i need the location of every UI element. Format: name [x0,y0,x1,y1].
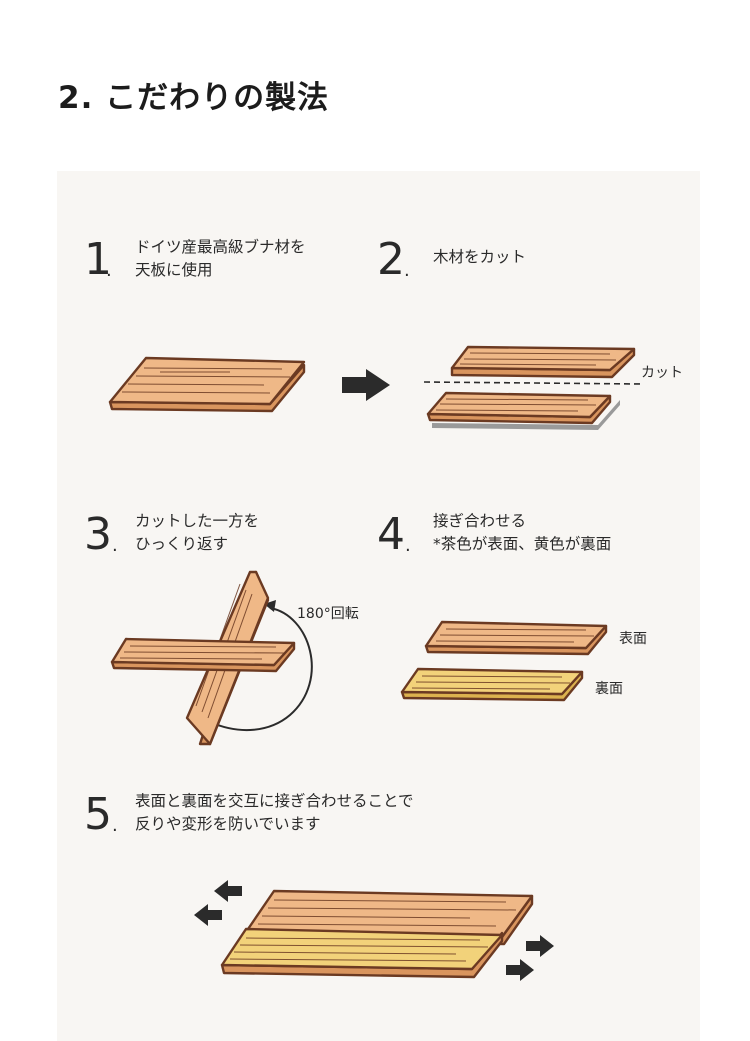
step-5-number: 5 [84,789,112,840]
board-step2-top [450,345,636,379]
arrow-left-icon [194,904,222,926]
step-5-dot: . [112,815,118,836]
step-2-number: 2 [377,234,405,285]
arrow-left-icon [214,880,242,902]
rotate-label: 180°回転 [297,606,359,622]
step-3-number: 3 [84,509,112,560]
board-step4-front [424,620,608,656]
board-step4-back [400,667,584,702]
step-2-dot: . [404,260,410,281]
step-2-text: 木材をカット [433,246,526,269]
step-5-line-2: 反りや変形を防いでいます [135,815,321,833]
arrow-right-icon [342,369,390,401]
cut-label: カット [641,365,683,381]
step-4-dot: . [405,535,411,556]
step-4-number: 4 [377,509,405,560]
rotate-arrow-icon [209,607,313,732]
step-3-line-2: ひっくり返す [135,535,229,553]
board-step1 [108,356,306,413]
step-3-dot: . [112,535,118,556]
step-1-line-2: 天板に使用 [135,261,213,279]
back-label: 裏面 [595,681,623,697]
cut-line [423,381,643,385]
arrow-right-icon [526,935,554,957]
board-step3-horizontal [110,637,296,673]
step-1-dot: . [106,260,112,281]
step-3-text: カットした一方を ひっくり返す [135,510,259,556]
step-4-line-1: 接ぎ合わせる [433,512,527,530]
step-5-line-1: 表面と裏面を交互に接ぎ合わせることで [135,792,414,810]
step-2-line-1: 木材をカット [433,248,527,266]
step-1-line-1: ドイツ産最高級ブナ材を [135,238,306,256]
step-4-text: 接ぎ合わせる *茶色が表面、黄色が裏面 [433,510,611,556]
step-1-number: 1 [84,234,112,285]
step-4-line-2: *茶色が表面、黄色が裏面 [433,535,612,553]
front-label: 表面 [619,631,647,647]
step-5-text: 表面と裏面を交互に接ぎ合わせることで 反りや変形を防いでいます [135,790,414,836]
board-step5-back [220,927,504,979]
step-3-line-1: カットした一方を [135,512,260,530]
arrow-right-icon [506,959,534,981]
board-step2-bottom [426,391,620,430]
step-1-text: ドイツ産最高級ブナ材を 天板に使用 [135,236,306,282]
page-title: 2. こだわりの製法 [58,80,330,116]
